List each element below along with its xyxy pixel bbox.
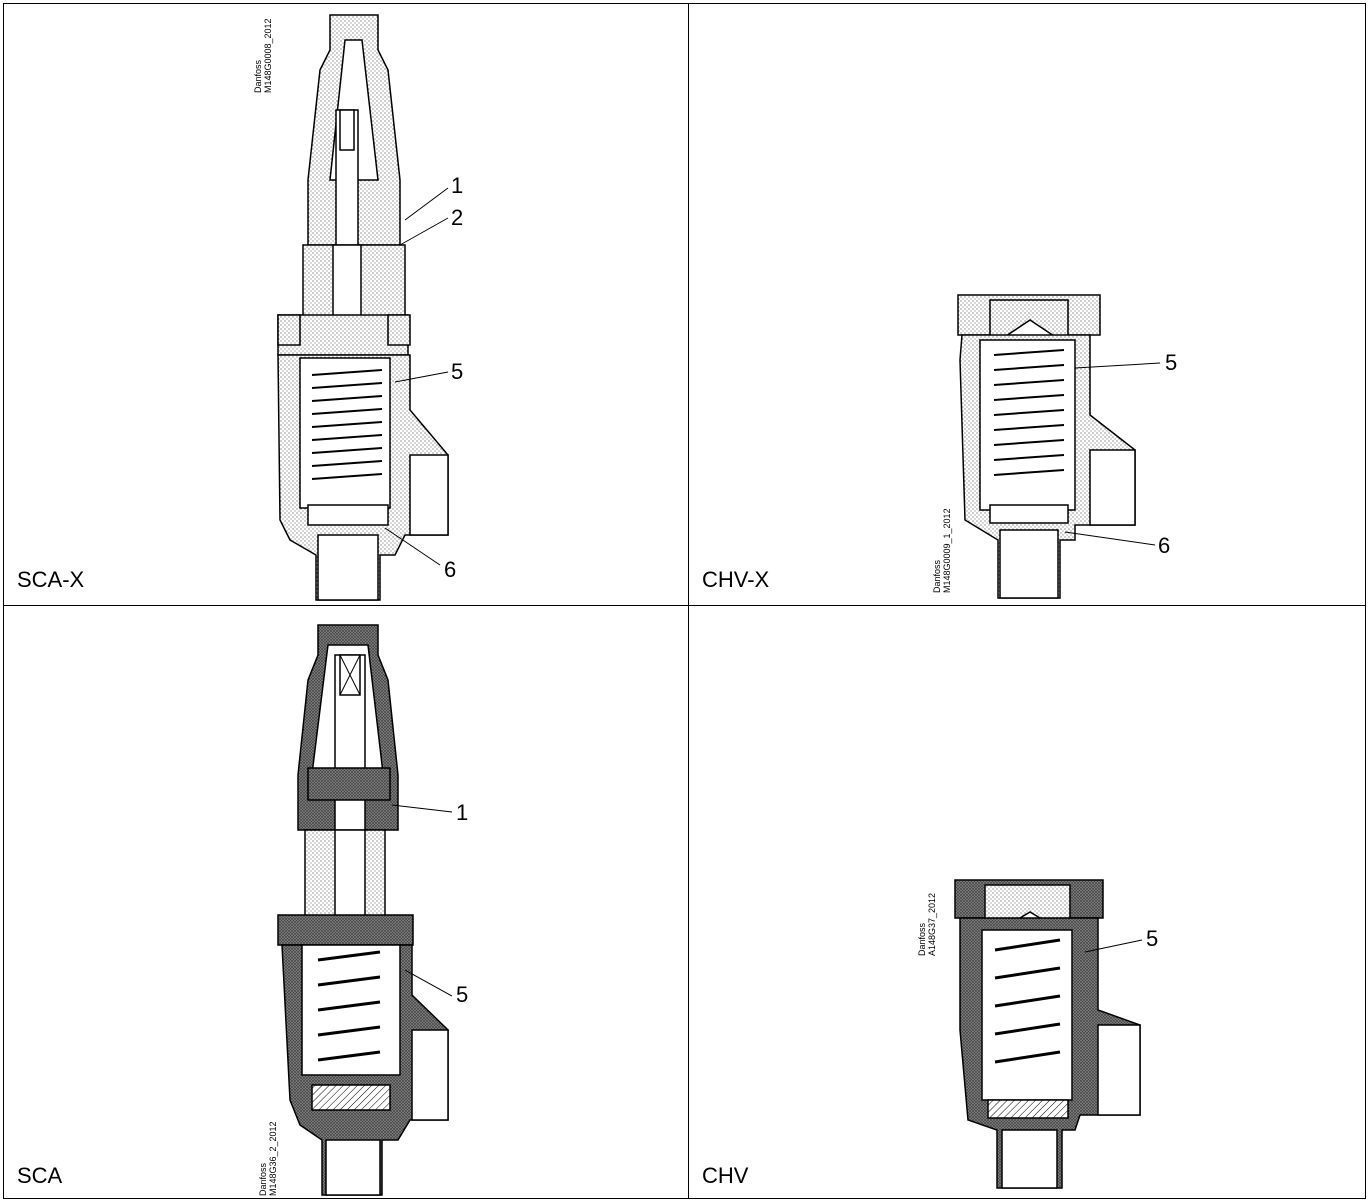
callout-chv-x-5: 5 [1165,350,1178,375]
callout-sca-x-5: 5 [451,359,464,384]
source-brand: Danfoss [917,922,927,956]
source-code: M148G0009_1_2012 [942,508,952,593]
sca-x-valve-drawing [277,14,449,601]
callout-sca-x-2: 2 [451,205,464,230]
source-brand: Danfoss [258,1162,268,1196]
callout-sca-1: 1 [456,800,469,825]
panel-name-sca-x: SCA-X [17,567,85,592]
source-code: M148G0008_2012 [263,18,273,93]
source-brand: Danfoss [932,559,942,593]
panel-name-sca: SCA [17,1163,63,1188]
callout-sca-5: 5 [456,982,469,1007]
callout-sca-x-6: 6 [444,557,457,582]
source-label-chv: Danfoss A148G37_2012 [917,893,937,956]
callout-sca-x-1: 1 [451,173,464,198]
source-label-sca-x: Danfoss M148G0008_2012 [253,18,273,93]
sca-valve-drawing [277,624,453,1196]
chv-valve-drawing [954,879,1143,1189]
panel-name-chv: CHV [702,1163,749,1188]
source-brand: Danfoss [253,59,263,93]
source-code: A148G37_2012 [927,892,937,956]
source-label-sca: Danfoss M148G36_2_2012 [258,1121,278,1196]
panel-name-chv-x: CHV-X [702,567,770,592]
chv-x-valve-drawing [957,294,1161,599]
callout-chv-x-6: 6 [1158,533,1171,558]
source-label-chv-x: Danfoss M148G0009_1_2012 [932,508,952,593]
callout-chv-5: 5 [1146,926,1159,951]
source-code: M148G36_2_2012 [268,1121,278,1196]
panel-chv [688,605,1366,1199]
